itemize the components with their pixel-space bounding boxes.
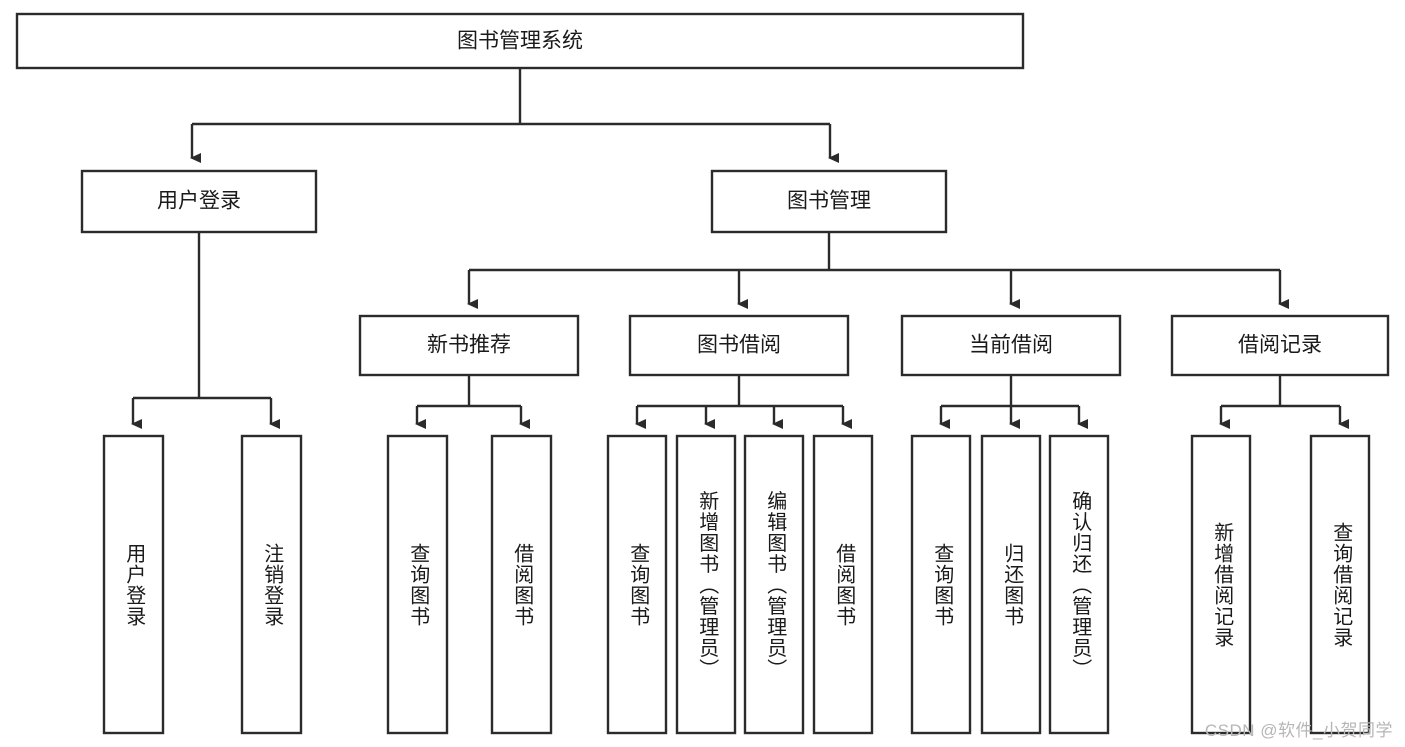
node-leaf-13[interactable]: 查询借阅记录	[1309, 434, 1371, 735]
node-leaf-8-box[interactable]	[812, 434, 874, 735]
node-leaf-7-box[interactable]	[743, 434, 805, 735]
node-leaf-10-label: 归还图书	[1001, 543, 1024, 627]
node-leaf-7-label: 编辑图书（管理员）	[764, 490, 787, 679]
node-leaf-9-box[interactable]	[910, 434, 972, 735]
node-leaf-13-box[interactable]	[1309, 434, 1371, 735]
node-leaf-11-box[interactable]	[1048, 434, 1110, 735]
node-leaf-3-label: 查询图书	[407, 543, 430, 627]
node-root-box[interactable]	[15, 12, 1025, 70]
node-leaf-12-box[interactable]	[1190, 434, 1252, 735]
node-borrow-label: 图书借阅	[697, 334, 781, 357]
node-leaf-10-box[interactable]	[980, 434, 1042, 735]
node-current-box[interactable]	[900, 314, 1122, 377]
node-leaf-13-label: 查询借阅记录	[1330, 522, 1353, 648]
node-leaf-3-box[interactable]	[386, 434, 449, 735]
node-leaf-7[interactable]: 编辑图书（管理员）	[743, 434, 805, 735]
node-root-label: 图书管理系统	[457, 30, 583, 53]
node-leaf-8-label: 借阅图书	[833, 543, 856, 627]
node-leaf-2[interactable]: 注销登录	[240, 434, 303, 735]
node-leaf-11-label: 确认归还（管理员）	[1069, 490, 1092, 679]
node-borrow-box[interactable]	[628, 314, 850, 377]
node-records-label: 借阅记录	[1238, 334, 1322, 357]
node-newbook-box[interactable]	[358, 314, 580, 377]
node-leaf-5-box[interactable]	[606, 434, 668, 735]
node-leaf-12-label: 新增借阅记录	[1211, 522, 1234, 648]
node-leaf-6[interactable]: 新增图书（管理员）	[675, 434, 737, 735]
node-leaf-1-label: 用户登录	[123, 543, 146, 627]
node-leaf-4[interactable]: 借阅图书	[490, 434, 553, 735]
node-leaf-3[interactable]: 查询图书	[386, 434, 449, 735]
node-bookmgmt-label: 图书管理	[787, 190, 871, 213]
node-login-label: 用户登录	[157, 190, 241, 213]
node-leaf-2-label: 注销登录	[261, 543, 284, 627]
node-leaf-6-box[interactable]	[675, 434, 737, 735]
node-leaf-2-box[interactable]	[240, 434, 303, 735]
node-leaf-1[interactable]: 用户登录	[102, 434, 165, 735]
node-borrow[interactable]: 图书借阅	[628, 314, 850, 377]
node-leaf-9[interactable]: 查询图书	[910, 434, 972, 735]
node-leaf-1-box[interactable]	[102, 434, 165, 735]
node-leaf-9-label: 查询图书	[931, 543, 954, 627]
node-leaf-12[interactable]: 新增借阅记录	[1190, 434, 1252, 735]
node-login[interactable]: 用户登录	[80, 169, 318, 234]
node-leaf-5-label: 查询图书	[627, 543, 650, 627]
node-leaf-6-label: 新增图书（管理员）	[696, 490, 719, 679]
node-leaf-4-box[interactable]	[490, 434, 553, 735]
node-leaf-4-label: 借阅图书	[511, 543, 534, 627]
node-root[interactable]: 图书管理系统	[15, 12, 1025, 70]
node-bookmgmt-box[interactable]	[710, 169, 948, 234]
node-newbook-label: 新书推荐	[427, 334, 511, 357]
edge-layer	[131, 68, 1349, 429]
node-records-box[interactable]	[1170, 314, 1390, 377]
node-bookmgmt[interactable]: 图书管理	[710, 169, 948, 234]
node-login-box[interactable]	[80, 169, 318, 234]
node-leaf-10[interactable]: 归还图书	[980, 434, 1042, 735]
leaf-layer: 用户登录 注销登录 查询图书 借阅图书 查询图书 新增图书（管理员）	[102, 434, 1371, 735]
node-leaf-11[interactable]: 确认归还（管理员）	[1048, 434, 1110, 735]
node-leaf-8[interactable]: 借阅图书	[812, 434, 874, 735]
node-current[interactable]: 当前借阅	[900, 314, 1122, 377]
node-newbook[interactable]: 新书推荐	[358, 314, 580, 377]
node-current-label: 当前借阅	[969, 334, 1053, 357]
node-leaf-5[interactable]: 查询图书	[606, 434, 668, 735]
node-records[interactable]: 借阅记录	[1170, 314, 1390, 377]
